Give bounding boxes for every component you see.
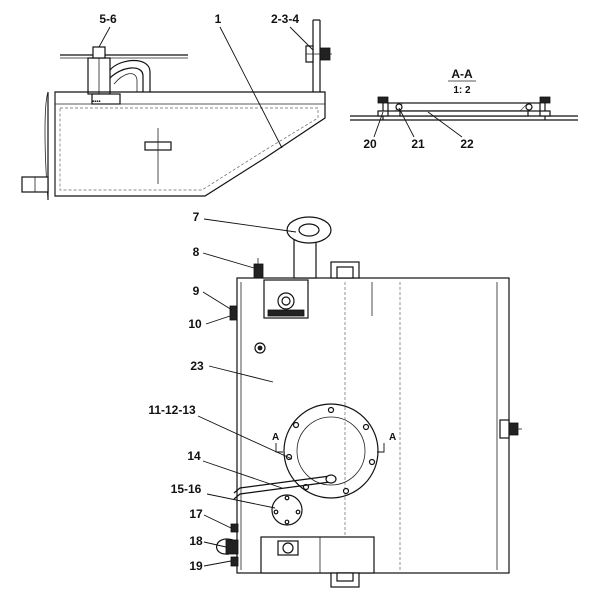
cut-line-right (377, 443, 385, 453)
leader-17 (203, 514, 232, 529)
callout-17: 17 (189, 507, 203, 521)
leader-21 (398, 107, 415, 138)
inner-stud-left (395, 103, 403, 111)
callout-23: 23 (190, 359, 204, 373)
callout-15-16: 15-16 (171, 482, 202, 496)
leader-23 (208, 365, 274, 383)
left-washer (377, 110, 389, 117)
small-cover-bolt-2 (295, 509, 301, 515)
right-washer (539, 110, 551, 117)
clamp-marks: ▪▪▪▪ (92, 99, 101, 105)
small-cover (271, 494, 303, 526)
cut-line-left (275, 443, 283, 453)
callout-7: 7 (193, 210, 200, 224)
small-cover-bolt-3 (284, 519, 290, 525)
small-cover-bolt-1 (284, 495, 290, 501)
callout-2-3-4: 2-3-4 (271, 12, 299, 26)
cut-label-right: A (389, 432, 396, 443)
callout-9: 9 (193, 284, 200, 298)
section-a-a: A-A 1: 2 (350, 67, 578, 121)
leader-18 (203, 541, 227, 548)
suction-pipe-bottom (233, 481, 331, 500)
lifting-lug-top-hole (336, 266, 354, 279)
leader-1 (219, 26, 283, 149)
suction-pipe-top (233, 475, 331, 494)
cover-bolt-2 (362, 423, 370, 431)
lifting-lug-bottom-hole (336, 572, 354, 582)
leader-19 (203, 560, 232, 567)
small-gauge-center (257, 345, 263, 351)
right-fitting (499, 419, 510, 439)
callout-11-12-13: 11-12-13 (148, 403, 196, 417)
callout-5-6: 5-6 (99, 12, 117, 26)
section-title: A-A (451, 67, 473, 81)
right-bolt-head (539, 96, 551, 104)
leader-2-3-4 (289, 26, 314, 51)
side-view: ▪▪▪▪ (21, 19, 332, 201)
leader-20 (373, 111, 384, 138)
tank-front-outline (236, 277, 510, 574)
tank-side-outline (54, 91, 326, 197)
callout-10: 10 (188, 317, 202, 331)
leader-7 (203, 218, 297, 233)
cover-bolt-3 (368, 458, 376, 466)
leader-22 (427, 111, 463, 138)
callout-22: 22 (460, 137, 474, 151)
fitting-19 (230, 556, 239, 567)
fitting-18 (225, 539, 239, 555)
tank-side-hidden (59, 107, 319, 191)
cut-label-left: A (272, 432, 279, 443)
cover-bolt-7 (292, 421, 300, 429)
sender-base (267, 309, 305, 317)
cover-bolt-1 (327, 406, 335, 414)
leader-11-12-13 (197, 415, 293, 460)
left-bolt-head (377, 96, 389, 104)
callout-8: 8 (193, 245, 200, 259)
cover-bolt-4 (342, 487, 350, 495)
bottom-plug-ring (282, 542, 294, 554)
leader-14 (202, 460, 283, 489)
leader-8 (202, 252, 255, 269)
callout-18: 18 (189, 534, 203, 548)
callout-1: 1 (215, 12, 222, 26)
small-cover-bolt-4 (273, 509, 279, 515)
callout-20: 20 (363, 137, 377, 151)
hose-clamp-18 (216, 538, 234, 555)
leader-9 (202, 291, 233, 311)
leader-10 (205, 315, 231, 325)
section-callouts: 20 21 22 (363, 107, 474, 151)
inner-stud-right (525, 103, 533, 111)
breather (253, 263, 264, 279)
hose-outer (109, 59, 151, 92)
cover-plate (387, 102, 541, 112)
callout-14: 14 (187, 449, 201, 463)
sender-core (281, 296, 291, 306)
inspection-cover-outer (283, 403, 379, 499)
filler-cap-inner (298, 223, 320, 237)
side-view-callouts: 5-6 1 2-3-4 (98, 12, 314, 149)
section-scale: 1: 2 (453, 85, 471, 96)
inspection-cover-inner (296, 416, 366, 486)
gasket (399, 110, 529, 117)
hose-third (113, 73, 138, 92)
fitting-17 (230, 523, 239, 533)
callout-21: 21 (411, 137, 425, 151)
leader-15-16 (206, 493, 276, 509)
leader-5-6 (98, 26, 111, 48)
hose-inner (109, 67, 144, 92)
suction-pipe-end (325, 474, 337, 484)
neck-bolt (92, 46, 106, 59)
front-view-callouts: 7 8 9 10 23 11-12-13 14 15-16 17 18 19 (148, 210, 297, 573)
side-fitting (229, 305, 238, 321)
front-view: A A (216, 216, 522, 588)
callout-19: 19 (189, 559, 203, 573)
